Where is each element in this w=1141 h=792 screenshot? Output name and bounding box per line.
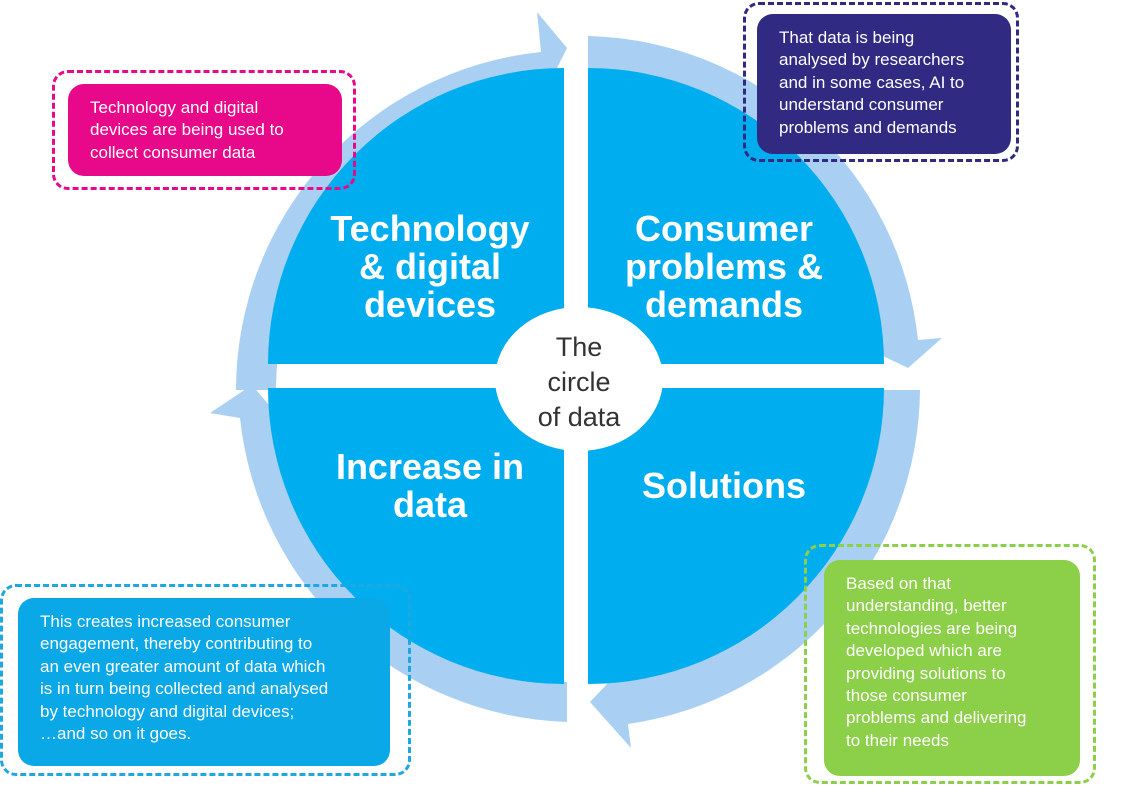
quadrant-bottom-left bbox=[268, 388, 564, 684]
callout-frame-increase bbox=[0, 584, 411, 776]
center-label: The circle of data bbox=[537, 332, 621, 432]
quadrant-top-left bbox=[268, 68, 564, 364]
quadrants bbox=[268, 68, 884, 684]
quadrant-label-technology: Technology & digital devices bbox=[330, 208, 530, 325]
callout-increase: This creates increased consumer engageme… bbox=[18, 598, 390, 766]
callout-text-solutions: Based on that understanding, better tech… bbox=[846, 574, 1027, 750]
quadrant-top-right bbox=[588, 68, 884, 364]
quadrant-label-solutions: Solutions bbox=[642, 465, 806, 506]
center-circle bbox=[495, 307, 663, 451]
callout-frame-analysis bbox=[743, 2, 1019, 162]
callout-text-technology: Technology and digital devices are being… bbox=[90, 98, 284, 162]
quadrant-label-increase-in-data: Increase in data bbox=[335, 446, 525, 525]
callout-frame-solutions bbox=[804, 544, 1096, 784]
quadrant-label-consumer-problems: Consumer problems & demands bbox=[624, 208, 824, 325]
callout-text-increase: This creates increased consumer engageme… bbox=[40, 612, 329, 744]
callout-frame-technology bbox=[52, 70, 356, 190]
callout-analysis: That data is being analysed by researche… bbox=[757, 14, 1011, 154]
callout-solutions: Based on that understanding, better tech… bbox=[824, 560, 1080, 776]
callout-text-analysis: That data is being analysed by researche… bbox=[779, 28, 965, 137]
quadrant-bottom-right bbox=[588, 388, 884, 684]
callout-technology: Technology and digital devices are being… bbox=[68, 84, 342, 176]
